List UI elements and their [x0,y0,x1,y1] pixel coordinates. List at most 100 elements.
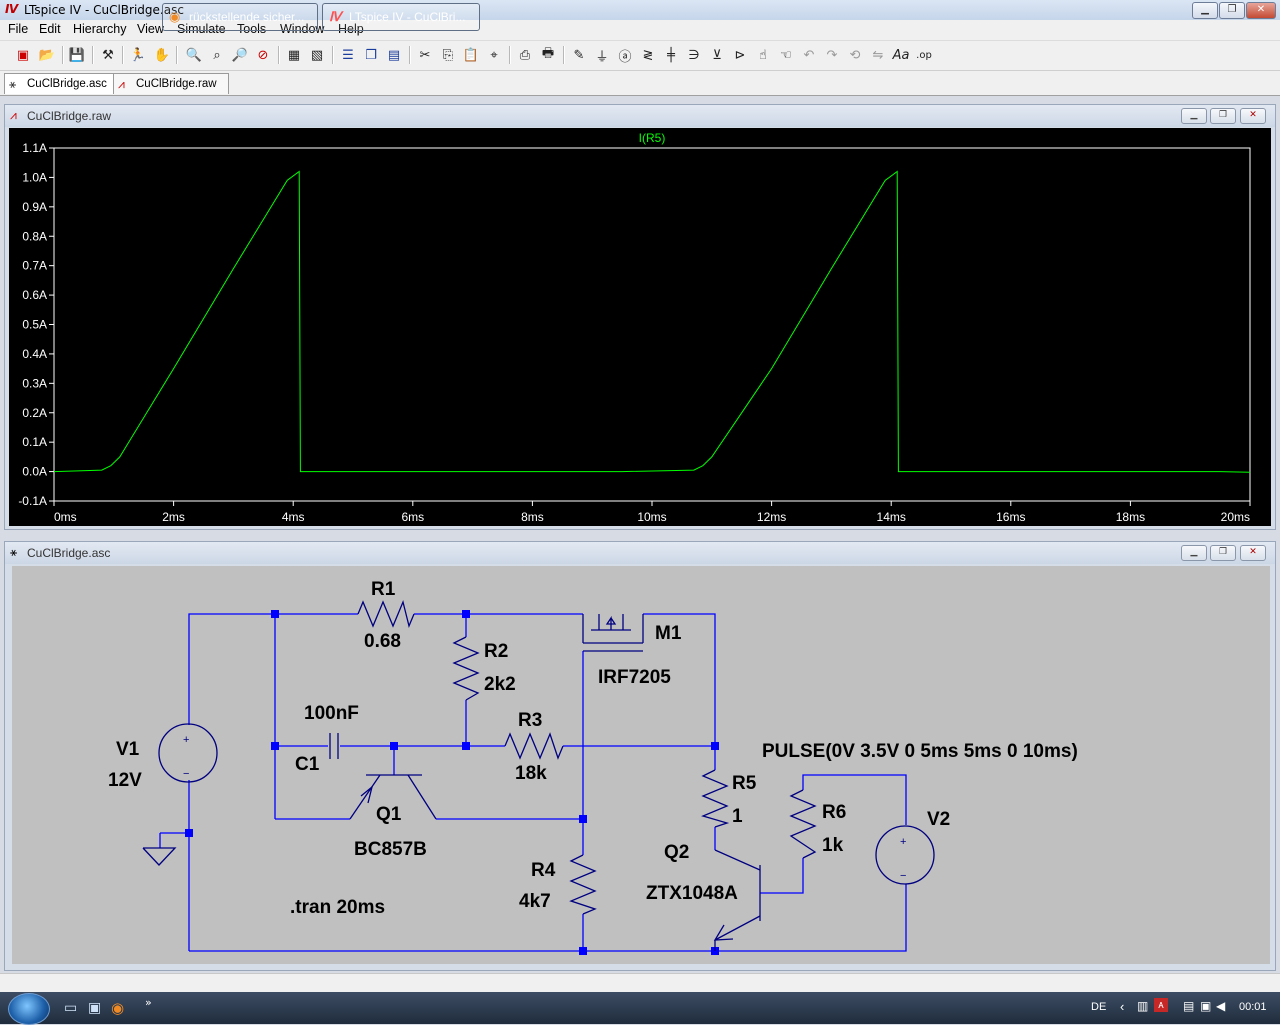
menu-edit[interactable]: Edit [39,22,61,36]
zoom-fit-icon[interactable]: ⊘ [257,47,269,63]
taskbar-button-firefox[interactable]: ◉ rückstellende sicher... [162,3,318,31]
redo-icon[interactable]: ↷ [826,47,838,63]
taskbar-button-ltspice[interactable]: Ⅳ LTspice IV - CuClBri... [322,3,480,31]
status-bar [0,973,1280,992]
print-icon[interactable]: 🖶 [541,46,555,61]
save-icon[interactable]: 💾 [68,47,86,63]
tab-label: CuClBridge.asc [27,78,107,90]
ground-symbol [142,847,177,866]
delete-traces-icon[interactable]: ▧ [310,47,324,63]
diode-icon[interactable]: ⊻ [712,47,722,63]
r2-name: R2 [484,641,508,662]
menu-simulate[interactable]: Simulate [177,22,226,36]
waveform-minimize-button[interactable]: ▁ [1181,108,1207,124]
r5-value: 1 [732,806,743,827]
run-icon[interactable]: 🏃 [129,47,147,63]
waveform-plot[interactable]: I(R5) -0.1A0.0A0.1A0.2A0.3A0.4A0.5A0.6A0… [9,128,1271,526]
monitor-icon[interactable]: ▣ [1200,999,1212,1013]
y-tick-label: 0.2A [22,406,47,420]
tile-vertical-icon[interactable]: ▤ [387,47,401,63]
print-preview-icon[interactable]: ⎙ [519,47,531,63]
resistor-icon[interactable]: ≷ [642,47,654,63]
schematic-icon: ⚹ [9,77,17,91]
tab-schematic[interactable]: ⚹ CuClBridge.asc [4,73,114,94]
menu-help[interactable]: Help [338,22,364,36]
schematic-canvas[interactable]: +− +− R1 0.68 R2 2k2 R3 18k R4 4k7 R5 1 … [12,566,1270,964]
control-panel-icon[interactable]: ⚒ [102,47,114,63]
autoscale-icon[interactable]: ▦ [287,47,301,63]
paste-icon[interactable]: 📋 [462,47,480,63]
open-icon[interactable]: 📂 [38,47,56,63]
waveform-restore-button[interactable]: ❐ [1210,108,1236,124]
menu-tools[interactable]: Tools [237,22,266,36]
v2-symbol [875,825,935,885]
taskbar [0,992,1280,1024]
draw-wire-icon[interactable]: ✎ [573,47,585,63]
y-tick-label: 0.9A [22,200,47,214]
menu-window[interactable]: Window [280,22,324,36]
pan-icon[interactable]: ⌕ [213,47,221,63]
tile-horizontal-icon[interactable]: ☰ [342,47,354,63]
waveform-close-button[interactable]: ✕ [1240,108,1266,124]
antivirus-icon[interactable]: ᴀ [1154,998,1168,1012]
halt-icon[interactable]: ✋ [153,47,171,63]
undo-icon[interactable]: ↶ [803,47,815,63]
trace-i-r5[interactable] [53,170,1251,473]
y-tick-label: 0.1A [22,435,47,449]
network-icon[interactable]: ▥ [1137,999,1149,1013]
maximize-button[interactable]: ❐ [1219,2,1245,19]
find-icon[interactable]: ⌖ [490,47,498,63]
trace-label[interactable]: I(R5) [639,131,666,145]
cut-icon[interactable]: ✂ [419,47,431,63]
clipboard-icon[interactable]: ▤ [1183,999,1195,1013]
start-button[interactable] [8,993,50,1025]
y-tick-label: 0.6A [22,288,47,302]
inductor-icon[interactable]: ∋ [688,47,700,63]
schematic-window-title: CuClBridge.asc [27,546,111,560]
menu-hierarchy[interactable]: Hierarchy [73,22,127,36]
mirror-icon[interactable]: ⇋ [872,47,884,63]
taskbar-button-label: LTspice IV - CuClBri... [349,10,466,24]
zoom-out-icon[interactable]: 🔎 [231,47,249,63]
r5-symbol [701,769,730,828]
x-tick-label: 6ms [401,510,424,524]
label-net-icon[interactable]: ⓐ [618,49,632,65]
component-icon[interactable]: ⊳ [734,47,746,63]
minimize-button[interactable]: ▁ [1192,2,1218,19]
volume-icon[interactable]: ◀ [1216,999,1226,1013]
close-button[interactable]: ✕ [1246,2,1276,19]
schematic-restore-button[interactable]: ❐ [1210,545,1236,561]
q1-emitter [349,774,381,820]
show-desktop-icon[interactable]: ▭ [64,1000,78,1016]
schematic-minimize-button[interactable]: ▁ [1181,545,1207,561]
cascade-icon[interactable]: ❐ [365,47,377,63]
menu-file[interactable]: File [8,22,29,36]
ground-icon[interactable]: ⏚ [595,49,609,65]
new-schematic-icon[interactable]: ▣ [16,47,30,63]
overflow-chevron-icon[interactable]: » [145,996,152,1009]
firefox-icon[interactable]: ◉ [111,999,125,1017]
q2-collector [714,849,761,871]
y-tick-label: 1.0A [22,170,47,184]
copy-icon[interactable]: ⎘ [442,47,454,63]
tab-waveform[interactable]: ⩘ CuClBridge.raw [113,73,229,94]
spice-directive-icon[interactable]: .op [916,49,932,61]
rotate-icon[interactable]: ⟲ [849,47,861,63]
drag-icon[interactable]: ☜ [780,47,792,63]
menu-view[interactable]: View [137,22,164,36]
zoom-in-icon[interactable]: 🔍 [185,47,203,63]
capacitor-icon[interactable]: ╪ [667,47,675,63]
polarity-marks: +− +− [183,734,906,882]
schematic-close-button[interactable]: ✕ [1240,545,1266,561]
tray-expand-icon[interactable]: ‹ [1120,999,1125,1014]
language-indicator[interactable]: DE [1091,1001,1107,1013]
r4-value: 4k7 [519,891,551,912]
x-tick-label: 4ms [282,510,305,524]
explorer-icon[interactable]: ▣ [88,1000,102,1016]
x-tick-label: 12ms [757,510,786,524]
text-icon[interactable]: Aa [892,47,910,63]
move-icon[interactable]: ☝ [759,47,767,63]
m1-value: IRF7205 [598,667,671,688]
r6-symbol [789,789,817,859]
